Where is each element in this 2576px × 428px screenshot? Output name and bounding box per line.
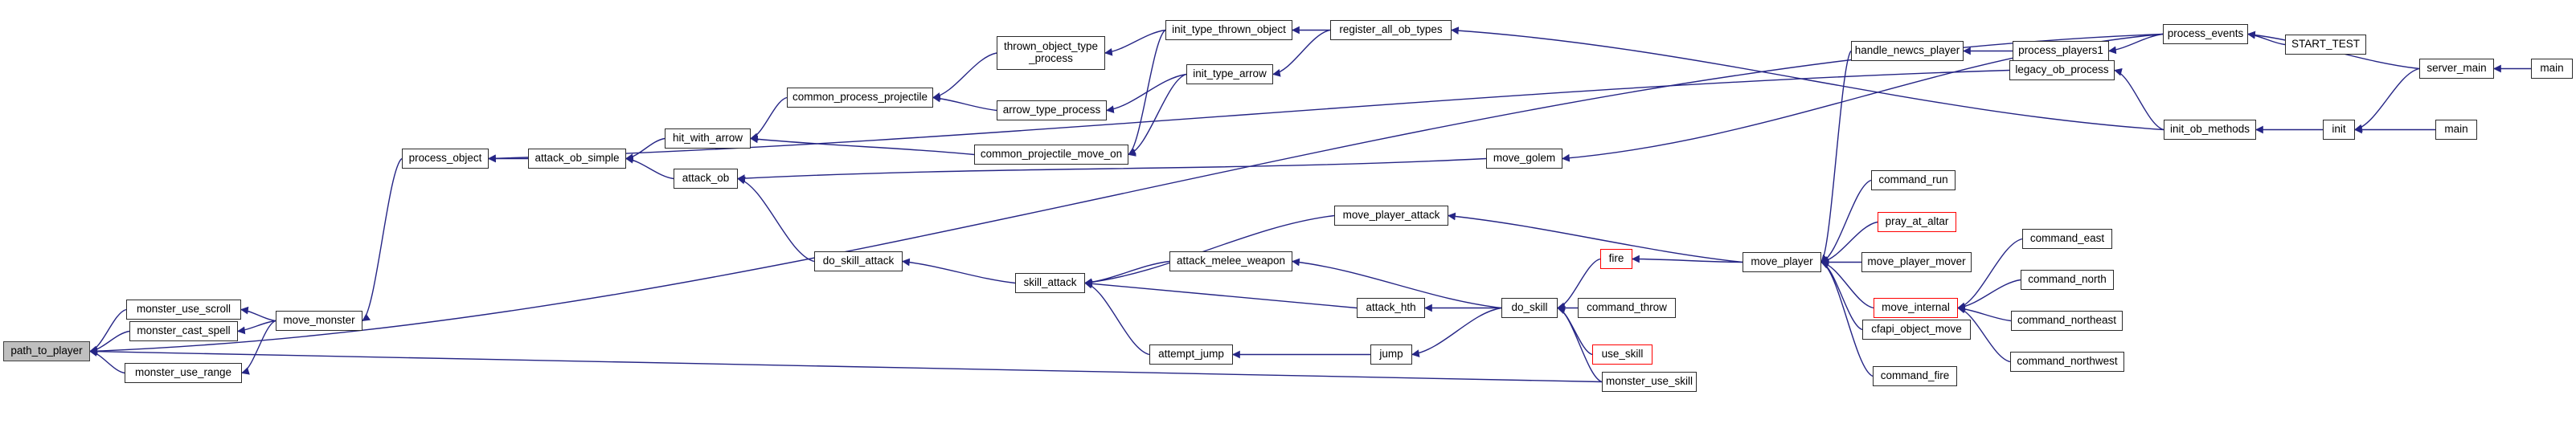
node-init[interactable]: init (2323, 120, 2355, 140)
node-process_object[interactable]: process_object (402, 149, 489, 169)
edge-init_type_thrown_object-to-thrown_object_type_process (1104, 29, 1166, 56)
node-command_east[interactable]: command_east (2022, 229, 2112, 249)
node-handle_newcs_player[interactable]: handle_newcs_player (1851, 41, 1964, 61)
node-init_ob_methods[interactable]: init_ob_methods (2164, 120, 2256, 140)
node-attempt_jump[interactable]: attempt_jump (1149, 344, 1233, 365)
edge-init_ob_methods-to-legacy_ob_process (2114, 67, 2164, 131)
edge-legacy_ob_process-to-process_object (488, 69, 2010, 163)
edge-handle_newcs_player-to-move_player (1820, 51, 1852, 263)
node-pray_at_altar[interactable]: pray_at_altar (1878, 212, 1956, 232)
edge-arrow_type_process-to-common_process_projectile (932, 94, 997, 112)
node-monster_use_scroll[interactable]: monster_use_scroll (126, 300, 241, 320)
node-move_golem[interactable]: move_golem (1486, 149, 1562, 169)
edge-move_player-to-move_player_attack (1448, 212, 1743, 263)
node-skill_attack[interactable]: skill_attack (1015, 273, 1085, 293)
node-attack_hth[interactable]: attack_hth (1357, 298, 1425, 318)
node-common_projectile_move_on[interactable]: common_projectile_move_on (974, 145, 1128, 165)
node-command_fire[interactable]: command_fire (1873, 366, 1957, 386)
node-move_player[interactable]: move_player (1743, 252, 1821, 272)
node-main_bottom[interactable]: main (2435, 120, 2477, 140)
node-path_to_player[interactable]: path_to_player (3, 341, 90, 361)
edge-monster_use_skill-to-do_skill (1557, 306, 1603, 383)
edge-move_monster-to-monster_use_scroll (240, 306, 276, 322)
edge-thrown_object_type_process-to-common_process_projectile (932, 52, 997, 100)
edge-attack_melee_weapon-to-skill_attack (1084, 260, 1170, 287)
edge-process_events-to-path_to_player (89, 33, 2164, 356)
edge-monster_use_range-to-path_to_player (89, 349, 125, 374)
edge-attack_hth-to-skill_attack (1084, 279, 1358, 309)
node-command_northwest[interactable]: command_northwest (2010, 352, 2124, 372)
node-init_type_thrown_object[interactable]: init_type_thrown_object (1165, 20, 1292, 40)
node-monster_use_skill[interactable]: monster_use_skill (1602, 372, 1697, 392)
node-monster_use_range[interactable]: monster_use_range (125, 363, 242, 383)
edge-common_projectile_move_on-to-hit_with_arrow (750, 135, 975, 156)
edge-register_all_ob_types-to-init_type_arrow (1272, 29, 1331, 77)
edge-process_events-to-process_players1 (2108, 33, 2164, 55)
node-command_northeast[interactable]: command_northeast (2011, 311, 2123, 331)
edge-command_east-to-move_internal (1957, 238, 2023, 311)
node-server_main[interactable]: server_main (2419, 59, 2494, 79)
edge-move_monster-to-monster_use_range (241, 320, 276, 375)
node-legacy_ob_process[interactable]: legacy_ob_process (2009, 60, 2115, 80)
edge-common_process_projectile-to-hit_with_arrow (750, 96, 788, 141)
edge-move_player_attack-to-skill_attack (1084, 214, 1335, 287)
edge-move_monster-to-monster_cast_spell (237, 320, 276, 335)
edge-monster_use_scroll-to-path_to_player (89, 308, 127, 354)
node-init_type_arrow[interactable]: init_type_arrow (1186, 64, 1273, 84)
node-cfapi_object_move[interactable]: cfapi_object_move (1862, 320, 1971, 340)
node-fire[interactable]: fire (1600, 249, 1632, 269)
node-command_run[interactable]: command_run (1871, 170, 1956, 190)
edge-move_player-to-fire (1632, 255, 1743, 263)
node-START_TEST[interactable]: START_TEST (2285, 35, 2366, 55)
edge-hit_with_arrow-to-attack_ob_simple (625, 137, 666, 161)
node-attack_ob_simple[interactable]: attack_ob_simple (528, 149, 626, 169)
node-use_skill[interactable]: use_skill (1592, 344, 1652, 365)
node-command_north[interactable]: command_north (2021, 270, 2114, 290)
node-monster_cast_spell[interactable]: monster_cast_spell (129, 321, 238, 341)
node-move_player_mover[interactable]: move_player_mover (1861, 252, 1972, 272)
node-move_internal[interactable]: move_internal (1874, 298, 1958, 318)
edge-do_skill-to-jump (1411, 307, 1502, 357)
edge-command_run-to-move_player (1820, 179, 1872, 264)
edge-init_type_arrow-to-arrow_type_process (1106, 73, 1187, 114)
node-attack_melee_weapon[interactable]: attack_melee_weapon (1169, 251, 1292, 271)
node-command_throw[interactable]: command_throw (1578, 298, 1676, 318)
edge-command_north-to-move_internal (1957, 279, 2021, 312)
edge-process_object-to-move_monster (362, 157, 403, 322)
node-thrown_object_type_process[interactable]: thrown_object_type _process (997, 36, 1105, 70)
node-arrow_type_process[interactable]: arrow_type_process (997, 100, 1107, 120)
edge-server_main-to-init (2354, 67, 2420, 132)
node-hit_with_arrow[interactable]: hit_with_arrow (665, 128, 751, 149)
node-process_events[interactable]: process_events (2163, 24, 2248, 44)
node-process_players1[interactable]: process_players1 (2013, 41, 2109, 61)
node-move_monster[interactable]: move_monster (276, 311, 362, 331)
node-do_skill[interactable]: do_skill (1501, 298, 1558, 318)
edge-command_northwest-to-move_internal (1957, 305, 2011, 363)
node-register_all_ob_types[interactable]: register_all_ob_types (1330, 20, 1452, 40)
edge-move_golem-to-attack_ob (737, 157, 1487, 182)
node-main_top[interactable]: main (2531, 59, 2573, 79)
node-move_player_attack[interactable]: move_player_attack (1334, 206, 1448, 226)
edge-command_fire-to-move_player (1820, 261, 1874, 377)
edge-do_skill-to-attack_melee_weapon (1292, 258, 1502, 309)
edge-skill_attack-to-do_skill_attack (902, 258, 1016, 284)
node-common_process_projectile[interactable]: common_process_projectile (787, 88, 933, 108)
node-attack_ob[interactable]: attack_ob (674, 169, 738, 189)
edge-attempt_jump-to-skill_attack (1084, 280, 1150, 356)
edge-do_skill_attack-to-attack_ob (737, 176, 815, 263)
edge-init_type_arrow-to-common_projectile_move_on (1128, 73, 1187, 157)
edge-attack_ob-to-attack_ob_simple (625, 155, 674, 180)
node-do_skill_attack[interactable]: do_skill_attack (814, 251, 903, 271)
node-jump[interactable]: jump (1370, 344, 1412, 365)
edge-init_ob_methods-to-register_all_ob_types (1451, 26, 2164, 131)
